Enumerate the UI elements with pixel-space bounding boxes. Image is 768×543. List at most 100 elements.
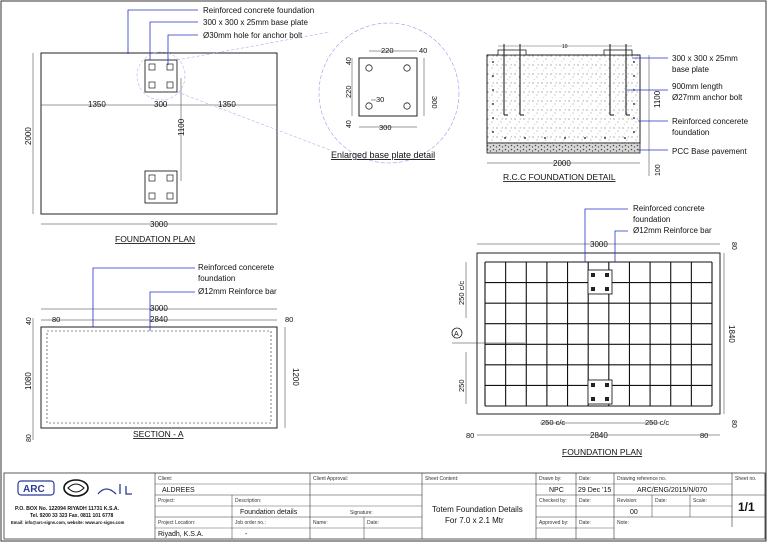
ed-title: Enlarged base plate detail <box>331 150 435 160</box>
rcc-dim-pcc: 100 <box>655 164 662 176</box>
fp-dim-center: 300 <box>154 100 168 109</box>
rcc-callout-plate-2: base plate <box>672 65 709 74</box>
fp-callout-foundation: Reinforced concrete foundation <box>203 6 314 15</box>
scale-label: Scale: <box>693 498 707 504</box>
company-email: Email: info@arc-signs.com, website: www.… <box>11 520 125 525</box>
checked-by-label: Checked by: <box>539 498 567 504</box>
enlarged-plate <box>358 57 418 117</box>
rp-dim-bottom-cover: 80 <box>730 420 737 428</box>
sa-dim-cover-right: 80 <box>285 315 293 324</box>
ed-dim-bottom: 300 <box>379 123 392 132</box>
sheet-no-label: Sheet no. <box>735 476 756 482</box>
sa-dim-bottom-cover: 80 <box>26 434 33 442</box>
checked-date-label: Date: <box>579 498 591 504</box>
foundation-plan-view: Reinforced concrete foundation 300 x 300… <box>24 6 331 244</box>
rp-dim-spacing-h2: 250 c/c <box>645 418 669 427</box>
sheet-content-line-2: For 7.0 x 2.1 Mtr <box>445 516 504 525</box>
rcc-callout-foundation-2: foundation <box>672 128 709 137</box>
job-order-label: Job order no.: <box>235 520 266 526</box>
rp-dim-width: 3000 <box>590 240 608 249</box>
sa-callout-foundation-2: foundation <box>198 274 235 283</box>
rcc-dim-height: 1100 <box>653 90 662 108</box>
rcc-callout-foundation-1: Reinforced concerete <box>672 117 749 126</box>
rp-callout-foundation-2: foundation <box>633 215 670 224</box>
fp-dim-mid: 1100 <box>177 118 186 136</box>
fp-dim-height: 2000 <box>24 127 33 145</box>
company-emblem-icon <box>63 479 89 497</box>
sa-callout-bar: Ø12mm Reinforce bar <box>198 287 277 296</box>
base-plate-bottom <box>144 170 178 204</box>
rp-dim-top-cover: 80 <box>730 242 737 250</box>
rp-dim-inner: 2840 <box>590 431 608 440</box>
sa-callout-foundation-1: Reinforced concerete <box>198 263 275 272</box>
fp-dim-right: 1350 <box>218 100 236 109</box>
company-address: P.O. BOX No. 122094 RIYADH 11731 K.S.A. <box>15 506 120 512</box>
enlarged-detail-circle <box>318 22 460 164</box>
title-block: ARC P.O. BOX No. 122094 RIYADH 11731 K.S… <box>3 472 766 540</box>
rcc-dim-width: 2000 <box>553 159 571 168</box>
rcc-callout-bolt-1: 900mm length <box>672 82 723 91</box>
name-label: Name: <box>313 520 328 526</box>
revision-value: 00 <box>630 509 638 516</box>
approved-date-label: Date: <box>579 520 591 526</box>
signature-label: Signature: <box>350 510 373 516</box>
project-location-label: Project Location: <box>158 520 195 526</box>
client-label: Client: <box>158 476 172 482</box>
ed-dim-right: 300 <box>430 96 439 109</box>
rp-dim-spacing-bottom: 250 <box>457 379 466 392</box>
rcc-dim-top-small: 10 <box>562 44 568 50</box>
project-label: Project: <box>158 498 175 504</box>
job-order-value: - <box>245 531 248 538</box>
sa-dim-top-cover: 40 <box>26 317 33 325</box>
rp-callout-foundation-1: Reinforced concrete <box>633 204 705 213</box>
location-value: Riyadh, K.S.A. <box>158 531 204 538</box>
rcc-detail-view: 10 300 x 300 x 25mm base plate 900mm len… <box>486 44 749 182</box>
enlarged-detail-view: 220 40 40 220 30 300 40 300 Enlarged bas… <box>318 22 460 164</box>
section-outline <box>40 326 278 429</box>
sheet-content-label: Sheet Content: <box>425 476 458 482</box>
fp-callout-plate: 300 x 300 x 25mm base plate <box>203 18 309 27</box>
rp-dim-spacing-top: 250 c/c <box>457 281 466 305</box>
fp-dim-left: 1350 <box>88 100 106 109</box>
ed-dim-bottom-edge: 40 <box>346 120 353 128</box>
rp-dim-spacing-h1: 250 c/c <box>541 418 565 427</box>
ed-dim-left: 220 <box>344 85 353 98</box>
reinforcement-plan-view: Reinforced concrete foundation Ø12mm Rei… <box>451 204 737 457</box>
sa-dim-inner-height: 1080 <box>24 372 33 390</box>
sa-dim-cover-left: 80 <box>52 315 60 324</box>
sa-title: SECTION - A <box>133 429 184 439</box>
sheet-content-line-1: Totem Foundation Details <box>432 505 523 514</box>
fp-callout-hole: Ø30mm hole for anchor bolt <box>203 31 303 40</box>
ed-dim-left-edge: 40 <box>346 57 353 65</box>
section-marker <box>451 327 463 339</box>
rp-dim-cover-left: 80 <box>466 431 474 440</box>
rcc-concrete-body <box>486 54 641 144</box>
rcc-callout-plate-1: 300 x 300 x 25mm <box>672 54 738 63</box>
drawn-by-label: Drawn by: <box>539 476 562 482</box>
drawing-ref-value: ARC/ENG/2015/N/070 <box>637 487 707 494</box>
arabic-logo-mark-icon <box>97 484 132 495</box>
company-logo-text: ARC <box>23 484 45 495</box>
reinforcement-outline <box>476 252 721 415</box>
rp-section-marker: A <box>454 331 459 338</box>
drawn-by-value: NPC <box>549 487 564 494</box>
rcc-title: R.C.C FOUNDATION DETAIL <box>503 172 616 182</box>
drawn-date-label: Date: <box>579 476 591 482</box>
rp-title: FOUNDATION PLAN <box>562 447 642 457</box>
ed-dim-hole: 30 <box>376 95 384 104</box>
sheet-no-value: 1/1 <box>738 500 755 514</box>
company-phone: Tel. 9200 33 323 Fax. 0811 101 6778 <box>30 513 114 519</box>
section-a-view: Reinforced concerete foundation Ø12mm Re… <box>24 263 300 442</box>
note-label: Note: <box>617 520 629 526</box>
rp-dim-height: 1840 <box>727 325 736 343</box>
sa-dim-height: 1200 <box>291 368 300 386</box>
ed-dim-top-edge: 40 <box>419 46 427 55</box>
rcc-pcc-layer <box>486 142 641 154</box>
client-value: ALDREES <box>162 487 195 494</box>
base-plate-top <box>144 59 178 93</box>
fp-title: FOUNDATION PLAN <box>115 234 195 244</box>
rp-dim-cover-right: 80 <box>700 431 708 440</box>
foundation-outline <box>40 52 278 215</box>
